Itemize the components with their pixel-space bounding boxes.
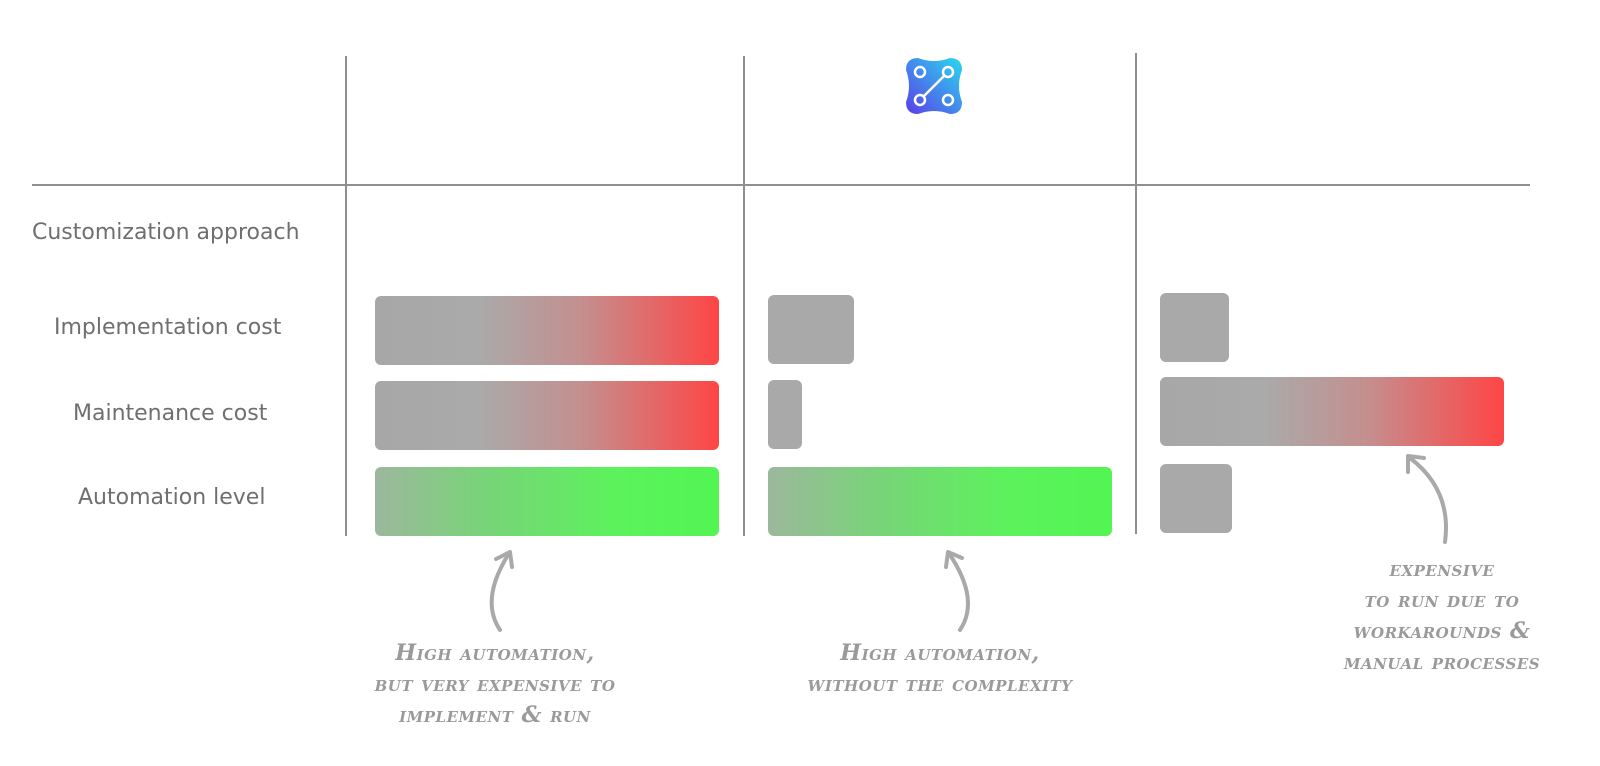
- row-label-maintenance-cost: Maintenance cost: [73, 401, 268, 426]
- bar-col1-automation-level: [375, 467, 719, 536]
- column-divider-3: [1135, 53, 1137, 534]
- row-label-implementation-cost: Implementation cost: [54, 315, 282, 340]
- note-right-line-2: to run due to: [1364, 587, 1520, 613]
- row-label-customization-approach: Customization approach: [32, 220, 300, 245]
- arrow-right-icon: [1406, 454, 1448, 544]
- note-left: High automation, but very expensive to i…: [335, 638, 655, 731]
- bar-col3-automation-level: [1160, 464, 1232, 533]
- note-right-line-4: manual processes: [1343, 649, 1541, 675]
- bar-col1-implementation-cost: [375, 296, 719, 365]
- column-divider-2: [743, 56, 745, 536]
- note-left-line-1: High automation,: [395, 640, 595, 666]
- bar-col3-maintenance-cost: [1160, 377, 1504, 446]
- note-right: expensive to run due to workarounds & ma…: [1320, 554, 1564, 678]
- note-middle-line-2: without the complexity: [807, 671, 1073, 697]
- column-divider-1: [345, 56, 347, 536]
- arrow-middle-icon: [944, 550, 970, 632]
- note-right-line-3: workarounds &: [1353, 618, 1531, 644]
- bar-col1-maintenance-cost: [375, 381, 719, 450]
- bar-col2-maintenance-cost: [768, 380, 802, 449]
- bar-col2-automation-level: [768, 467, 1112, 536]
- note-right-line-1: expensive: [1389, 556, 1495, 582]
- note-middle-line-1: High automation,: [840, 640, 1040, 666]
- row-label-automation-level: Automation level: [78, 485, 266, 510]
- note-left-line-2: but very expensive to: [374, 671, 616, 697]
- note-left-line-3: implement & run: [399, 702, 591, 728]
- bar-col2-implementation-cost: [768, 295, 854, 364]
- arrow-left-icon: [489, 550, 514, 632]
- bar-col3-implementation-cost: [1160, 293, 1229, 362]
- header-divider: [32, 184, 1530, 186]
- note-middle: High automation, without the complexity: [770, 638, 1110, 700]
- workflow-nodes-logo: [906, 58, 962, 114]
